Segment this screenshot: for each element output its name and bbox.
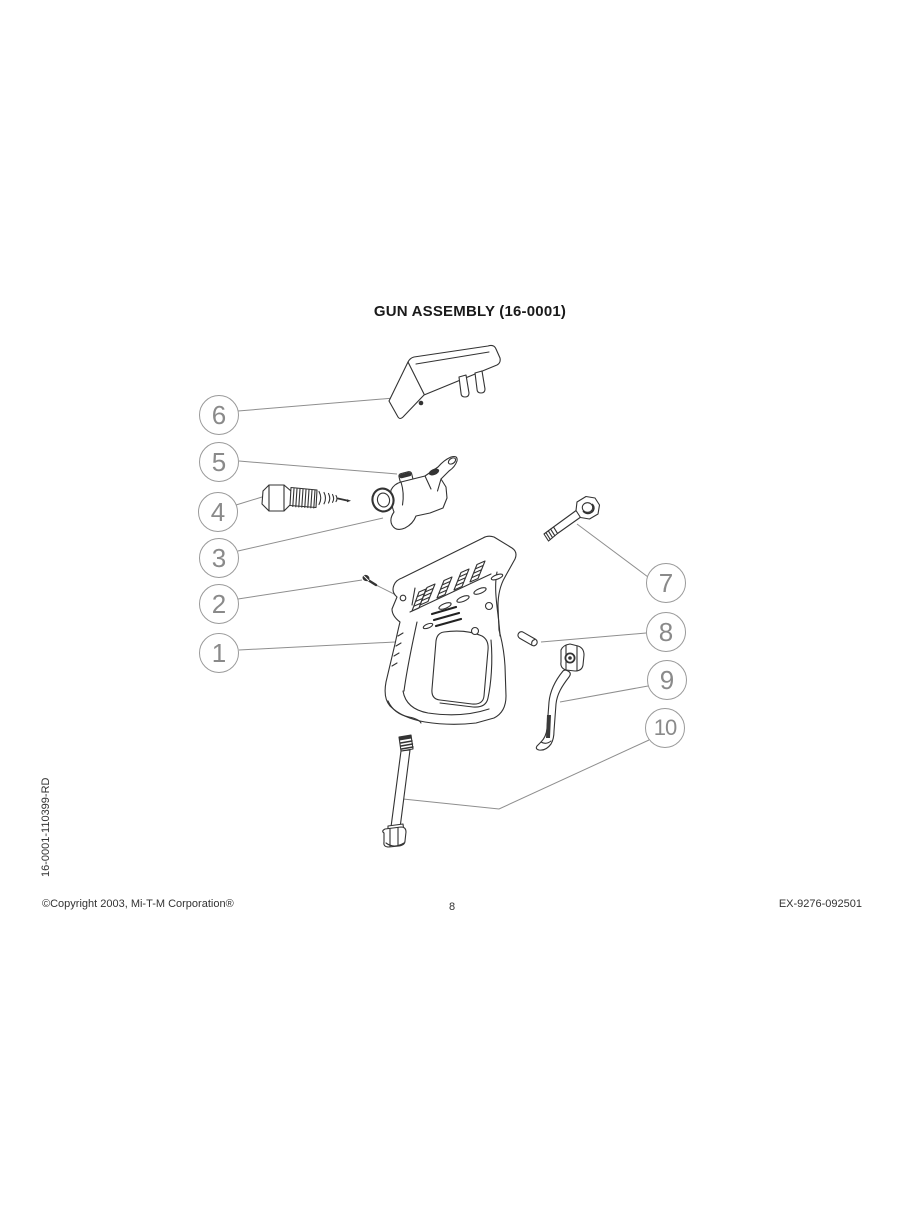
callout-5: 5 <box>199 442 239 482</box>
part-2-screw <box>362 574 378 587</box>
callout-number: 6 <box>211 400 227 430</box>
callout-number: 2 <box>211 589 227 619</box>
callout-number: 10 <box>653 715 678 740</box>
copyright-text: ©Copyright 2003, Mi-T-M Corporation® <box>42 898 234 910</box>
part-10-tube <box>382 734 414 848</box>
callout-number: 4 <box>210 497 226 527</box>
leader-lines <box>235 397 650 810</box>
part-3-inlet-body <box>371 455 458 531</box>
callout-number: 9 <box>659 665 675 695</box>
side-doc-code: 16-0001-110399-RD <box>40 777 52 877</box>
callout-9: 9 <box>647 660 687 700</box>
part-6-handle-cover <box>388 344 501 420</box>
callout-7: 7 <box>646 563 686 603</box>
part-7-bolt <box>543 495 601 542</box>
part-9-trigger <box>535 643 585 751</box>
callout-number: 5 <box>211 447 227 477</box>
doc-code: EX-9276-092501 <box>778 898 862 910</box>
part-4-valve-cartridge <box>261 484 351 512</box>
page-title: GUN ASSEMBLY (16-0001) <box>373 303 567 320</box>
callout-number: 1 <box>211 638 227 668</box>
callout-number: 3 <box>211 543 227 573</box>
callout-number: 8 <box>658 617 674 647</box>
callout-1: 1 <box>199 633 239 673</box>
callout-number: 7 <box>658 568 674 598</box>
part-8-pin <box>517 631 538 647</box>
callout-6: 6 <box>199 395 239 435</box>
callout-4: 4 <box>198 492 238 532</box>
callout-10: 10 <box>645 708 685 748</box>
part-1-frame <box>384 535 517 725</box>
callout-8: 8 <box>646 612 686 652</box>
callout-3: 3 <box>199 538 239 578</box>
callout-2: 2 <box>199 584 239 624</box>
page-number: 8 <box>449 901 456 913</box>
